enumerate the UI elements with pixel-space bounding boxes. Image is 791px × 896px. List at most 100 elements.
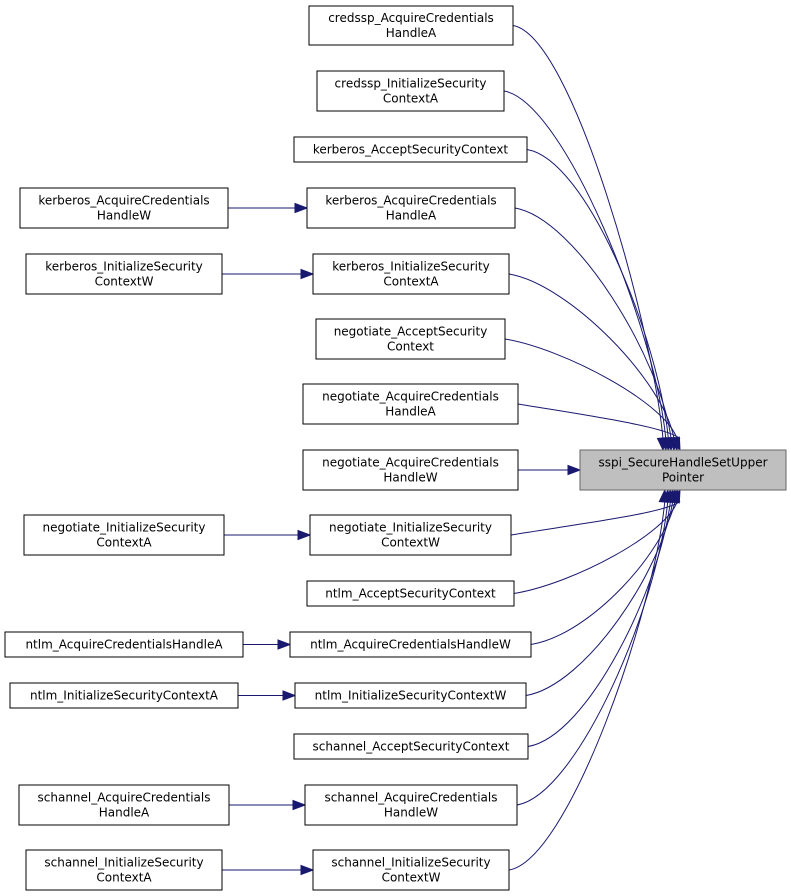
- node-box: [9, 682, 239, 709]
- node-box: [294, 682, 527, 709]
- node-ntlm-isca[interactable]: ntlm_InitializeSecurityContextA: [9, 682, 239, 709]
- node-label: HandleA: [386, 209, 437, 223]
- node-box: [293, 733, 529, 760]
- node-kerberos-acha[interactable]: kerberos_AcquireCredentialsHandleA: [306, 187, 516, 229]
- edge-schannel-achw-to-target: [516, 488, 672, 806]
- edge-arrowhead: [658, 488, 669, 503]
- node-label: ntlm_AcquireCredentialsHandleW: [310, 638, 511, 652]
- node-schannel-isca[interactable]: schannel_InitializeSecurityContextA: [25, 849, 223, 891]
- edge-arrowhead: [294, 202, 309, 214]
- edge-line: [513, 500, 678, 594]
- edge-kerberos-iscw-to-kerberos-isca: [222, 268, 315, 280]
- node-box: [304, 784, 518, 826]
- edge-arrowhead: [300, 864, 315, 876]
- node-box: [316, 70, 505, 112]
- node-ntlm-iscw[interactable]: ntlm_InitializeSecurityContextW: [294, 682, 527, 709]
- edge-line: [510, 500, 681, 536]
- node-label: ntlm_AcquireCredentialsHandleA: [25, 638, 223, 652]
- edge-ntlm-acha-to-ntlm-achw: [243, 639, 292, 650]
- node-schannel-acha[interactable]: schannel_AcquireCredentialsHandleA: [18, 784, 230, 826]
- edge-line: [516, 500, 669, 806]
- node-label: ContextW: [381, 536, 440, 550]
- node-label: kerberos_AcquireCredentials: [325, 194, 496, 208]
- node-label: HandleA: [385, 405, 436, 419]
- node-box: [293, 136, 528, 163]
- node-kerberos-iscw[interactable]: kerberos_InitializeSecurityContextW: [25, 253, 223, 295]
- node-negotiate-acha[interactable]: negotiate_AcquireCredentialsHandleA: [302, 383, 519, 425]
- node-label: schannel_InitializeSecurity: [44, 856, 203, 870]
- edge-line: [527, 500, 671, 747]
- node-box: [23, 514, 225, 556]
- node-negotiate-iscw[interactable]: negotiate_InitializeSecurityContextW: [309, 514, 512, 556]
- edge-arrowhead: [300, 268, 315, 280]
- node-label: ntlm_AcceptSecurityContext: [325, 587, 496, 601]
- node-label: kerberos_AcquireCredentials: [38, 194, 209, 208]
- node-schannel-asc[interactable]: schannel_AcceptSecurityContext: [293, 733, 529, 760]
- node-label: ContextA: [383, 92, 439, 106]
- node-label: negotiate_InitializeSecurity: [43, 521, 206, 535]
- node-label: schannel_AcceptSecurityContext: [313, 740, 510, 754]
- node-label: kerberos_InitializeSecurity: [332, 260, 490, 274]
- node-label: negotiate_AcceptSecurity: [334, 325, 488, 339]
- node-box: [302, 449, 519, 491]
- edge-arrowhead: [670, 436, 681, 452]
- edge-ntlm-asc-to-target: [513, 488, 680, 594]
- node-kerberos-asc[interactable]: kerberos_AcceptSecurityContext: [293, 136, 528, 163]
- node-label: credssp_AcquireCredentials: [328, 11, 494, 25]
- node-label: schannel_InitializeSecurity: [331, 856, 490, 870]
- node-schannel-iscw[interactable]: schannel_InitializeSecurityContextW: [312, 849, 510, 891]
- edge-schannel-iscw-to-target: [508, 488, 669, 871]
- node-ntlm-asc[interactable]: ntlm_AcceptSecurityContext: [306, 580, 515, 607]
- node-schannel-achw[interactable]: schannel_AcquireCredentialsHandleW: [304, 784, 518, 826]
- node-box: [579, 449, 787, 491]
- node-credssp-ach[interactable]: credssp_AcquireCredentialsHandleA: [308, 5, 514, 46]
- node-label: HandleW: [383, 471, 437, 485]
- node-box: [302, 383, 519, 425]
- node-label: ContextA: [383, 275, 439, 289]
- node-box: [18, 784, 230, 826]
- node-credssp-isc[interactable]: credssp_InitializeSecurityContextA: [316, 70, 505, 112]
- node-label: Pointer: [662, 471, 704, 485]
- node-kerberos-achw[interactable]: kerberos_AcquireCredentialsHandleW: [19, 187, 229, 229]
- edge-arrowhead: [297, 529, 312, 541]
- node-box: [315, 318, 506, 360]
- edge-negotiate-isca-to-negotiate-iscw: [224, 529, 312, 541]
- edge-arrowhead: [282, 690, 297, 701]
- node-label: HandleA: [386, 26, 437, 40]
- node-label: Context: [387, 340, 434, 354]
- node-negotiate-achw[interactable]: negotiate_AcquireCredentialsHandleW: [302, 449, 519, 491]
- edge-schannel-isca-to-schannel-iscw: [222, 864, 315, 876]
- node-label: sspi_SecureHandleSetUpper: [598, 456, 767, 470]
- node-box: [306, 187, 516, 229]
- node-box: [25, 253, 223, 295]
- edge-negotiate-achw-to-target: [518, 464, 582, 476]
- node-negotiate-asc[interactable]: negotiate_AcceptSecurityContext: [315, 318, 506, 360]
- node-box: [19, 187, 229, 229]
- edge-negotiate-acha-to-target: [517, 403, 681, 452]
- node-label: kerberos_AcceptSecurityContext: [313, 143, 509, 157]
- edge-arrowhead: [277, 639, 292, 650]
- node-label: negotiate_AcquireCredentials: [322, 390, 499, 404]
- edge-line: [526, 149, 669, 440]
- edge-line: [503, 90, 667, 440]
- edge-line: [514, 207, 672, 440]
- edge-kerberos-acha-to-target: [514, 207, 675, 452]
- node-box: [306, 580, 515, 607]
- edge-kerberos-asc-to-target: [526, 149, 673, 452]
- node-label: ContextW: [95, 275, 154, 289]
- node-negotiate-isca[interactable]: negotiate_InitializeSecurityContextA: [23, 514, 225, 556]
- node-box: [25, 849, 223, 891]
- node-box: [309, 514, 512, 556]
- node-label: ContextA: [96, 871, 152, 885]
- node-kerberos-isca[interactable]: kerberos_InitializeSecurityContextA: [312, 253, 510, 295]
- node-label: negotiate_AcquireCredentials: [322, 456, 499, 470]
- edge-kerberos-achw-to-kerberos-acha: [228, 202, 309, 214]
- node-label: ntlm_InitializeSecurityContextW: [315, 689, 507, 703]
- edge-schannel-acha-to-schannel-achw: [229, 799, 307, 811]
- node-ntlm-acha[interactable]: ntlm_AcquireCredentialsHandleA: [4, 631, 244, 658]
- edge-line: [525, 500, 674, 696]
- node-ntlm-achw[interactable]: ntlm_AcquireCredentialsHandleW: [289, 631, 532, 658]
- edge-kerberos-isca-to-target: [508, 273, 678, 452]
